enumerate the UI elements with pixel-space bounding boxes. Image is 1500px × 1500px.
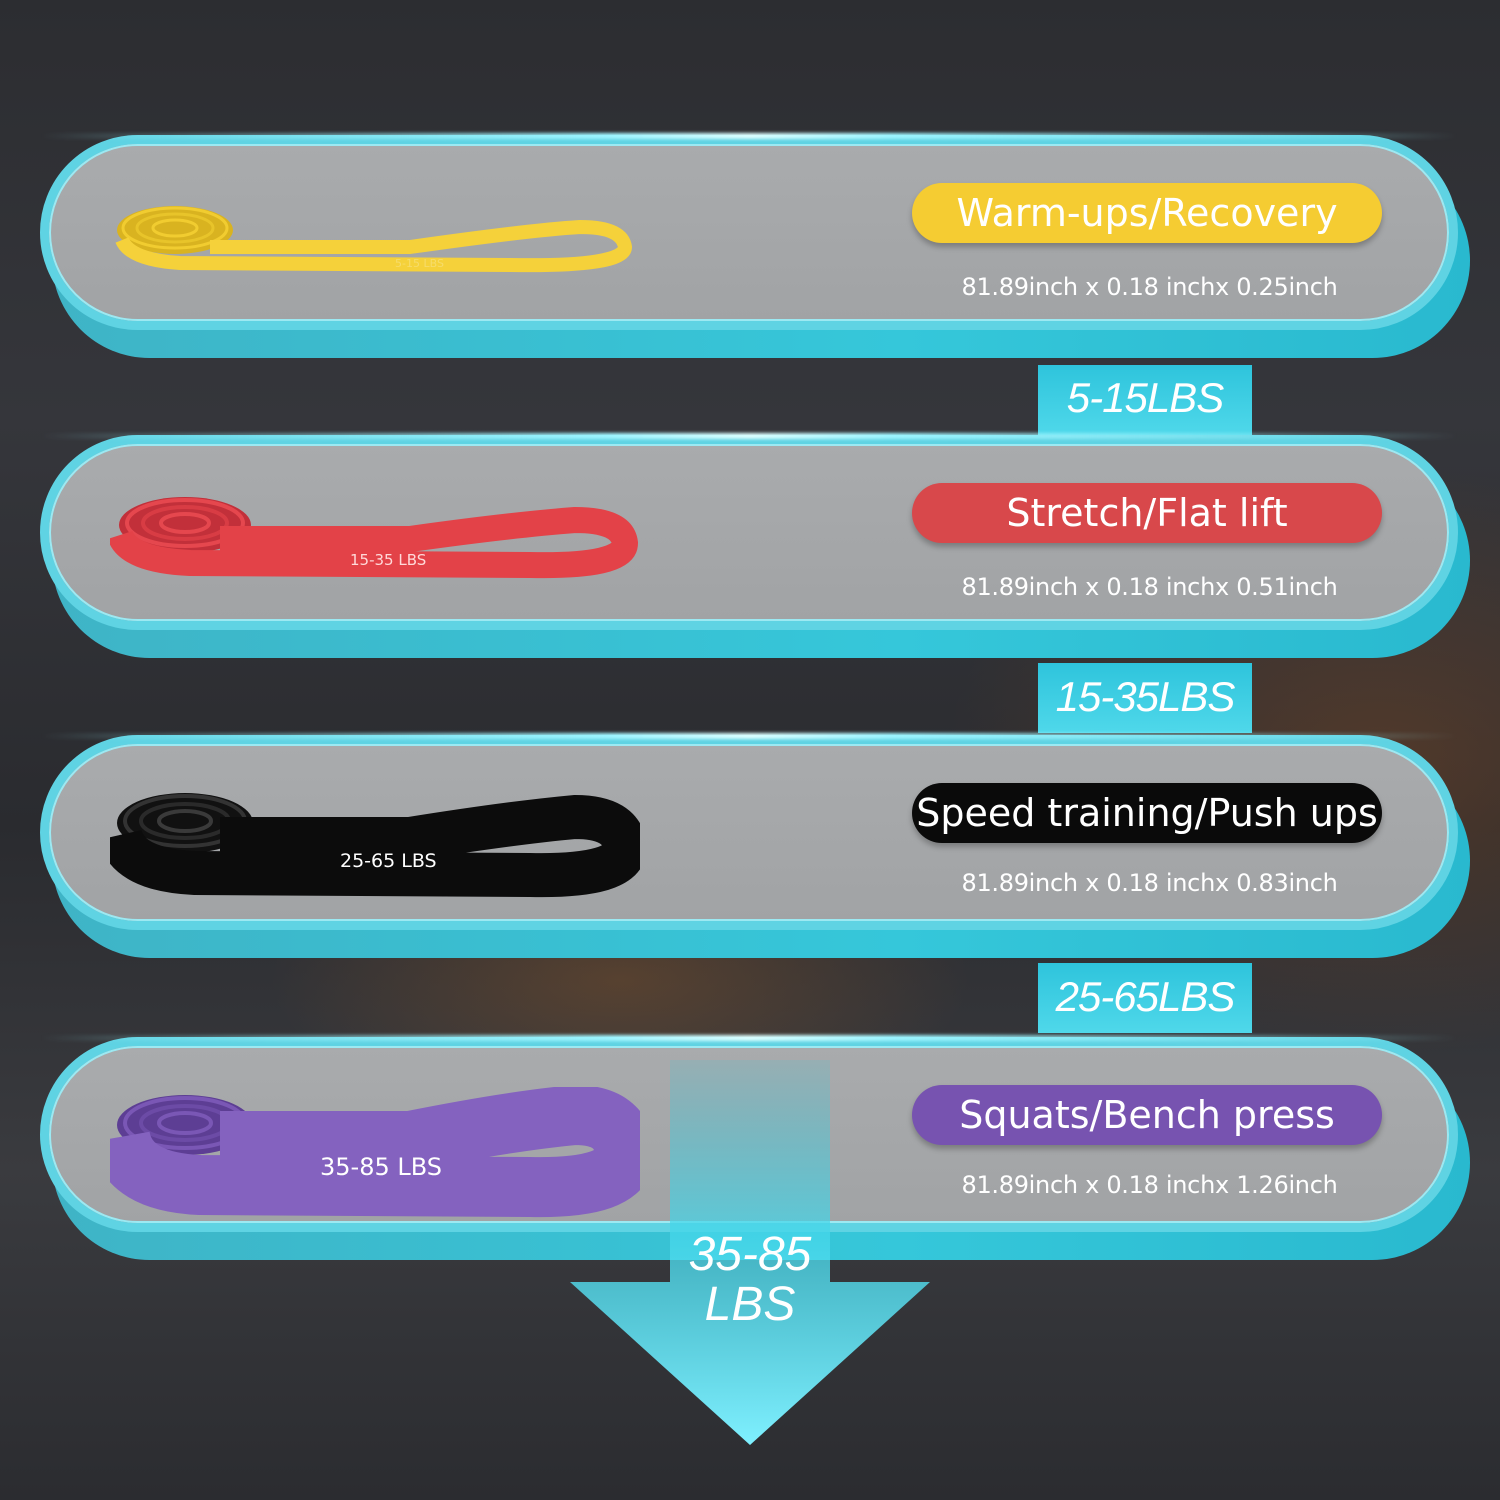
down-arrow-icon	[570, 1060, 930, 1445]
use-tag-stretch: Stretch/Flat lift	[912, 483, 1382, 543]
band-row-yellow: 5-15 LBS Warm-ups/Recovery 81.89inch x 0…	[0, 133, 1500, 365]
final-weight-label: 35-85 LBS	[650, 1230, 850, 1330]
yellow-band-image: 5-15 LBS	[115, 206, 633, 273]
band-row-red: 15-35 LBS Stretch/Flat lift 81.89inch x …	[0, 433, 1500, 665]
black-band-image: 25-65 LBS	[110, 793, 640, 898]
weight-range-label: 25-65LBS	[1055, 973, 1236, 1020]
glow-line	[40, 433, 1458, 439]
band-dimensions: 81.89inch x 0.18 inchx 1.26inch	[961, 1171, 1338, 1199]
band-dimensions: 81.89inch x 0.18 inchx 0.51inch	[961, 573, 1338, 601]
weight-range-label: 15-35LBS	[1055, 673, 1236, 720]
band-dimensions: 81.89inch x 0.18 inchx 0.25inch	[961, 273, 1338, 301]
final-weight-range: 35-85	[688, 1228, 812, 1281]
weight-connector	[1038, 663, 1252, 733]
final-weight-unit: LBS	[704, 1278, 796, 1331]
weight-connector	[1038, 963, 1252, 1033]
weight-range-label: 5-15LBS	[1066, 374, 1224, 421]
use-tag-warmups: Warm-ups/Recovery	[912, 183, 1382, 243]
band-label: 5-15 LBS	[395, 257, 444, 270]
use-tag-squats: Squats/Bench press	[912, 1085, 1382, 1145]
purple-band-image: 35-85 LBS	[110, 1087, 640, 1218]
use-tag-speed: Speed training/Push ups	[912, 783, 1382, 843]
band-label: 35-85 LBS	[320, 1153, 442, 1181]
red-band-image: 15-35 LBS	[110, 497, 639, 579]
weight-connector	[1038, 365, 1252, 435]
band-dimensions: 81.89inch x 0.18 inchx 0.83inch	[961, 869, 1338, 897]
band-row-black: 25-65 LBS Speed training/Push ups 81.89i…	[0, 733, 1500, 965]
glow-line	[40, 733, 1458, 739]
glow-line	[40, 133, 1458, 139]
band-label: 15-35 LBS	[350, 551, 426, 569]
glow-line	[40, 1035, 1458, 1041]
band-label: 25-65 LBS	[340, 850, 437, 872]
